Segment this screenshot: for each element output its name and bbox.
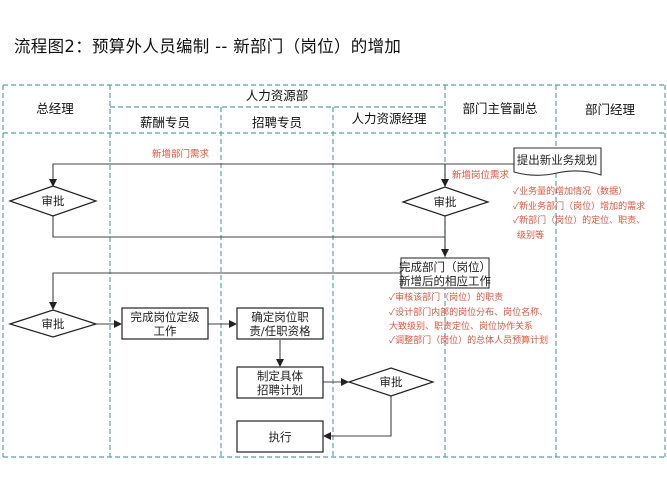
page-title: 流程图2：预算外人员编制 -- 新部门（岗位）的增加 xyxy=(14,37,402,56)
node-duty-qualification-line2: 责/任职资格 xyxy=(249,324,311,338)
node-hrm-approve[interactable]: 审批 xyxy=(347,367,435,397)
swimlane-grid xyxy=(2,84,666,458)
node-gm-approve-2[interactable]: 审批 xyxy=(7,309,99,338)
node-execute-label: 执行 xyxy=(269,430,292,444)
node-grade-work[interactable]: 完成岗位定级 工作 xyxy=(121,307,209,340)
node-vp-approve[interactable]: 审批 xyxy=(401,186,490,217)
node-execute[interactable]: 执行 xyxy=(236,420,324,453)
node-grade-work-line1: 完成岗位定级 xyxy=(131,310,200,324)
dept-note-line: ✓审核该部门（岗位）的职责 xyxy=(389,291,503,303)
edge-gm-approve-return xyxy=(52,216,445,238)
dept-note-line: ✓调整部门（岗位）的总体人员预算计划 xyxy=(389,334,548,346)
lane-group-hr: 人力资源部 xyxy=(246,88,309,103)
node-recruit-plan-line2: 招聘计划 xyxy=(257,383,303,397)
lane-header-general-manager: 总经理 xyxy=(36,101,74,116)
node-grade-work-line2: 工作 xyxy=(154,324,177,338)
edge-label-new-post-demand: 新增岗位需求 xyxy=(452,169,510,181)
node-recruit-plan-line1: 制定具体 xyxy=(257,369,303,383)
vp-note-line: ✓业务量的增加情况（数据） xyxy=(513,185,627,197)
node-start-document[interactable]: 提出新业务规划 xyxy=(513,147,602,176)
lane-header-dept-manager: 部门经理 xyxy=(585,102,636,117)
node-recruit-plan[interactable]: 制定具体 招聘计划 xyxy=(236,366,324,399)
node-complete-dept-work[interactable]: 完成部门（岗位） 新增后的相应工作 xyxy=(399,257,491,289)
node-gm-approve-2-label: 审批 xyxy=(42,317,65,331)
edge-complete-to-gm xyxy=(49,272,401,310)
node-hrm-approve-label: 审批 xyxy=(380,375,403,389)
vp-notes: ✓业务量的增加情况（数据） ✓新业务部门（岗位）增加的需求 ✓新部门（岗位）的定… xyxy=(513,185,645,241)
edge-approve-to-execute xyxy=(323,396,392,440)
node-start-document-label: 提出新业务规划 xyxy=(517,153,598,167)
vp-note-line: ✓新业务部门（岗位）增加的需求 xyxy=(513,200,645,212)
node-complete-dept-work-line1: 完成部门（岗位） xyxy=(399,260,491,274)
vp-note-line: 级别等 xyxy=(517,229,544,241)
lane-header-recruit-specialist: 招聘专员 xyxy=(252,115,302,130)
lane-header-hr-manager: 人力资源经理 xyxy=(351,111,427,126)
node-gm-approve-1-label: 审批 xyxy=(42,194,65,208)
node-gm-approve-1[interactable]: 审批 xyxy=(8,185,98,217)
dept-notes: ✓审核该部门（岗位）的职责 ✓设计部门内部的岗位分布、岗位名称、 大致级别、职责… xyxy=(389,291,548,346)
lane-header-salary-specialist: 薪酬专员 xyxy=(140,115,190,130)
node-vp-approve-label: 审批 xyxy=(434,195,457,209)
vp-note-line: ✓新部门（岗位）的定位、职责、 xyxy=(513,214,645,226)
edge-new-dept-demand xyxy=(49,163,514,187)
lane-header-dept-vp: 部门主管副总 xyxy=(462,101,537,116)
node-duty-qualification-line1: 确定岗位职 xyxy=(251,310,309,324)
node-complete-dept-work-line2: 新增后的相应工作 xyxy=(399,274,491,288)
node-duty-qualification[interactable]: 确定岗位职 责/任职资格 xyxy=(236,307,324,340)
dept-note-line: 大致级别、职责定位、岗位协作关系 xyxy=(389,320,533,332)
edge-label-new-dept-demand: 新增部门需求 xyxy=(152,148,210,160)
dept-note-line: ✓设计部门内部的岗位分布、岗位名称、 xyxy=(389,306,548,318)
